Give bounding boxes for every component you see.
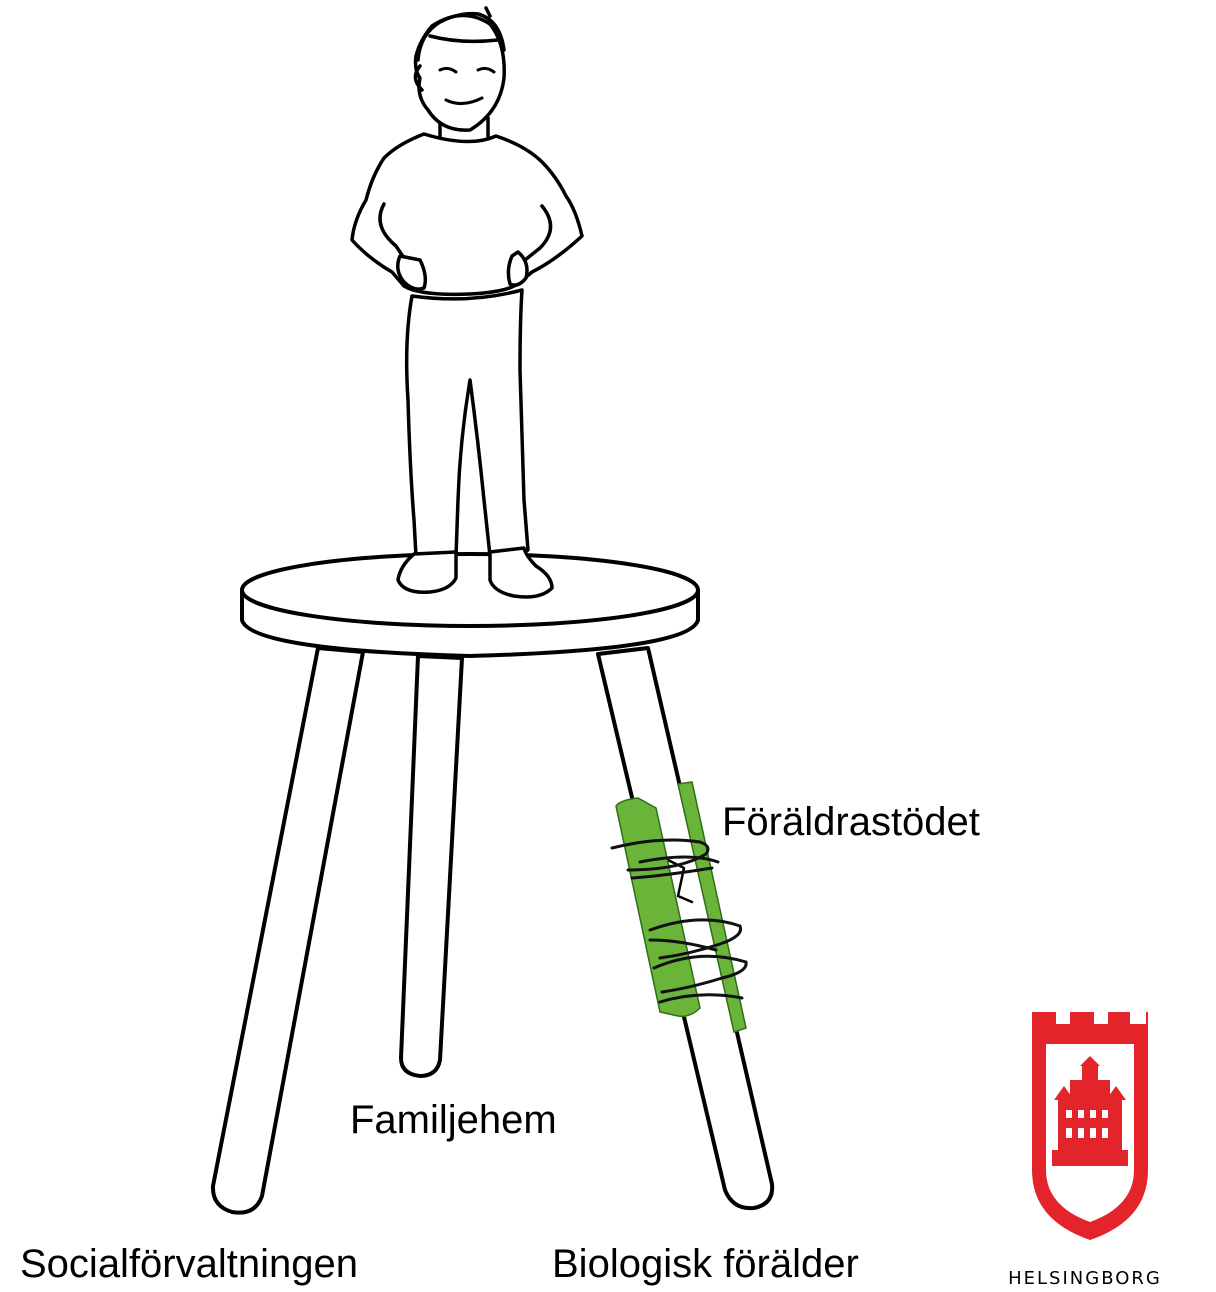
boy-hand-right bbox=[508, 252, 527, 285]
stool-leg-right bbox=[598, 648, 772, 1208]
label-socialforvaltningen: Socialförvaltningen bbox=[20, 1244, 358, 1284]
label-familjehem: Familjehem bbox=[350, 1100, 557, 1140]
helsingborg-coat-of-arms bbox=[1032, 1012, 1148, 1240]
logo-wordmark: HELSINGBORG bbox=[1000, 1268, 1170, 1289]
label-biologisk-foralder: Biologisk förälder bbox=[552, 1244, 859, 1284]
stool-seat-top bbox=[242, 554, 698, 626]
stool-leg-left bbox=[213, 648, 363, 1213]
label-foraldrastodet: Föräldrastödet bbox=[722, 802, 980, 842]
boy-pants bbox=[407, 290, 528, 558]
boy-figure bbox=[352, 8, 582, 597]
stool-leg-middle bbox=[401, 656, 462, 1076]
